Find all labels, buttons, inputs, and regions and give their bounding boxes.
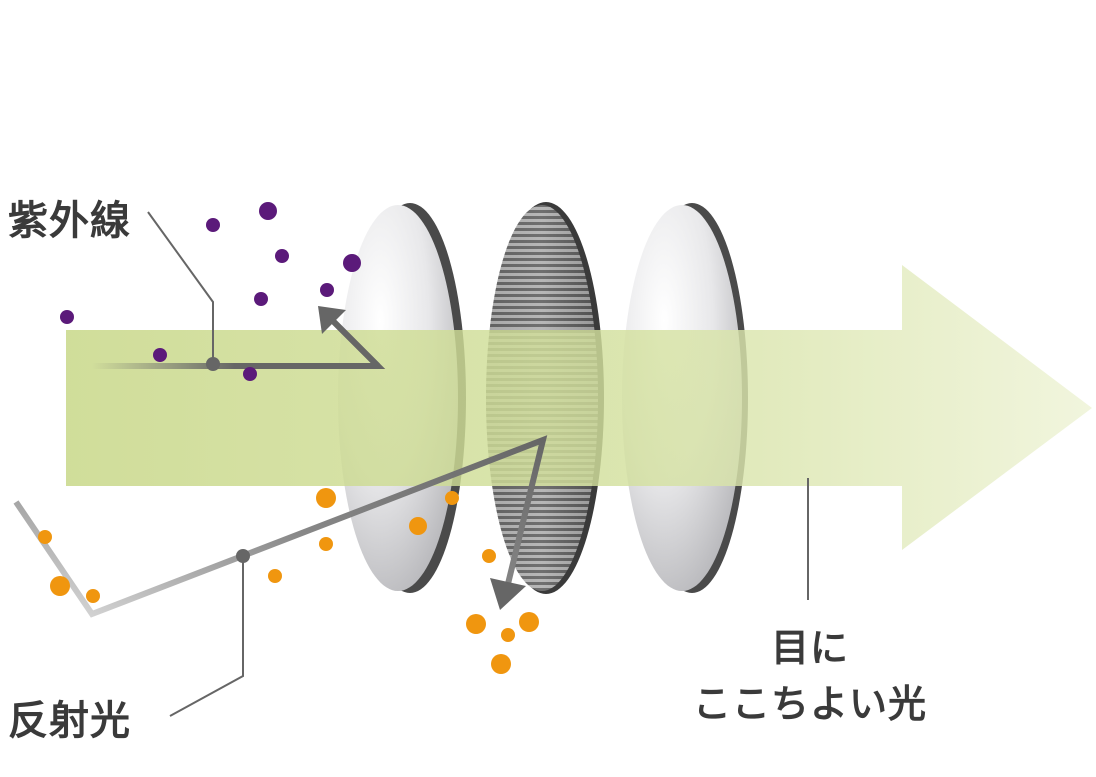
uv-particle [320, 283, 334, 297]
uv-particle [275, 249, 289, 263]
reflect-leader-dot [236, 549, 250, 563]
reflect-particle [445, 491, 459, 505]
uv-ray [92, 306, 386, 369]
uv-leader-dot [206, 357, 220, 371]
reflect-particle [316, 488, 336, 508]
uv-particle [153, 348, 167, 362]
reflect-particle [491, 654, 511, 674]
uv-particle [206, 218, 220, 232]
reflect-particle [86, 589, 100, 603]
uv-particle [254, 292, 268, 306]
uv-ray-arrowhead [318, 306, 346, 334]
reflected-ray [13, 435, 548, 618]
uv-particle [343, 254, 361, 272]
light-beam-arrow [66, 265, 1092, 550]
uv-particles [60, 202, 361, 381]
uv-particle [243, 367, 257, 381]
uv-leader-line [147, 211, 214, 362]
reflect-particle [38, 530, 52, 544]
reflect-particle [466, 614, 486, 634]
eye-friendly-light-label: 目に ここちよい光 [680, 620, 940, 732]
reflect-leader-line [169, 556, 244, 717]
reflect-particle [482, 549, 496, 563]
leader-lines [147, 211, 809, 717]
uv-particle [60, 310, 74, 324]
eye-label-line-2: ここちよい光 [692, 682, 927, 726]
reflect-particles [38, 488, 539, 674]
eye-label-line-1: 目に [770, 626, 849, 670]
reflected-light-label: 反射光 [8, 698, 131, 744]
reflect-particle [268, 569, 282, 583]
reflect-particle [519, 612, 539, 632]
reflect-particle [50, 576, 70, 596]
uv-particle [259, 202, 277, 220]
reflect-particle [409, 517, 427, 535]
reflect-particle [501, 628, 515, 642]
uv-label: 紫外線 [8, 198, 131, 244]
reflect-particle [319, 537, 333, 551]
